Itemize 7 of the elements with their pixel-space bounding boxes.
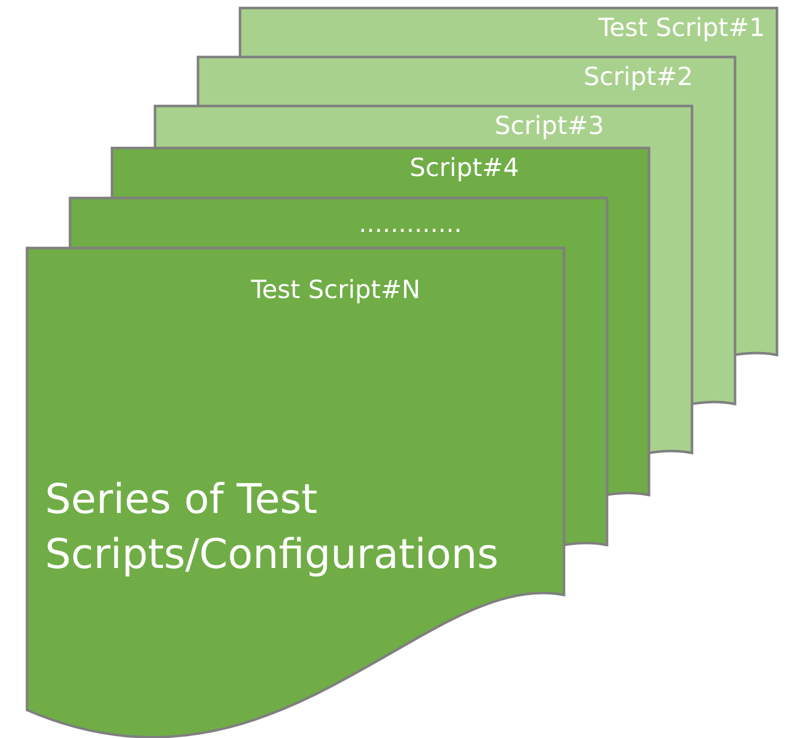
- page-title: .............: [358, 210, 462, 238]
- page-title: Script#3: [494, 112, 604, 140]
- page-title: Script#4: [410, 154, 519, 182]
- page-title: Test Script#N: [251, 276, 420, 304]
- page-title: Test Script#1: [598, 14, 765, 42]
- page-title: Script#2: [584, 63, 693, 90]
- description-text: Series of Test Scripts/Configurations: [45, 474, 500, 580]
